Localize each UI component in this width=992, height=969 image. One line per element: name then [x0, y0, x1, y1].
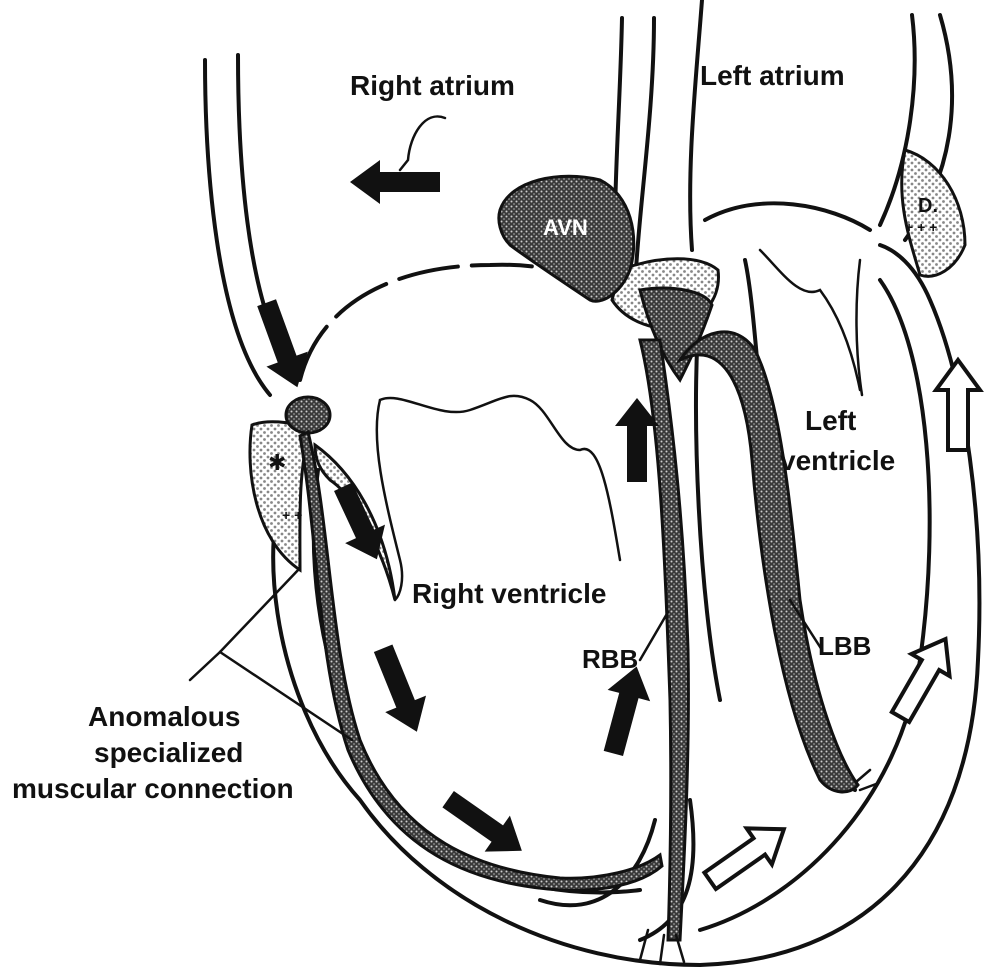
- left-bundle-branch: [680, 332, 858, 792]
- label-left-ventricle-line2: ventricle: [780, 445, 895, 476]
- right-bundle-branch: [640, 340, 688, 940]
- open-arrow-icon: [698, 811, 797, 899]
- label-avn: AVN: [543, 215, 588, 240]
- label-right-ventricle: Right ventricle: [412, 578, 606, 609]
- heart-outline: [205, 0, 979, 965]
- label-lbb: LBB: [818, 631, 871, 661]
- open-arrows: [698, 360, 980, 899]
- label-right-atrium: Right atrium: [350, 70, 515, 101]
- accessory-pathway-node: [286, 397, 330, 433]
- right-ring-mark: ✱: [268, 450, 286, 475]
- label-anomalous-line1: Anomalous: [88, 701, 240, 732]
- label-rbb: RBB: [582, 644, 638, 674]
- label-left-atrium: Left atrium: [700, 60, 845, 91]
- svg-text:+ +: + +: [282, 507, 302, 523]
- label-anomalous-line2: specialized: [94, 737, 243, 768]
- solid-arrow-icon: [592, 661, 658, 759]
- open-arrow-icon: [936, 360, 980, 450]
- solid-arrow-icon: [363, 640, 438, 740]
- solid-arrow-icon: [350, 160, 440, 204]
- label-anomalous-line3: muscular connection: [12, 773, 294, 804]
- svg-text:+ + +: + + +: [905, 219, 937, 235]
- label-d-mark: D.: [918, 195, 938, 217]
- label-left-ventricle-line1: Left: [805, 405, 856, 436]
